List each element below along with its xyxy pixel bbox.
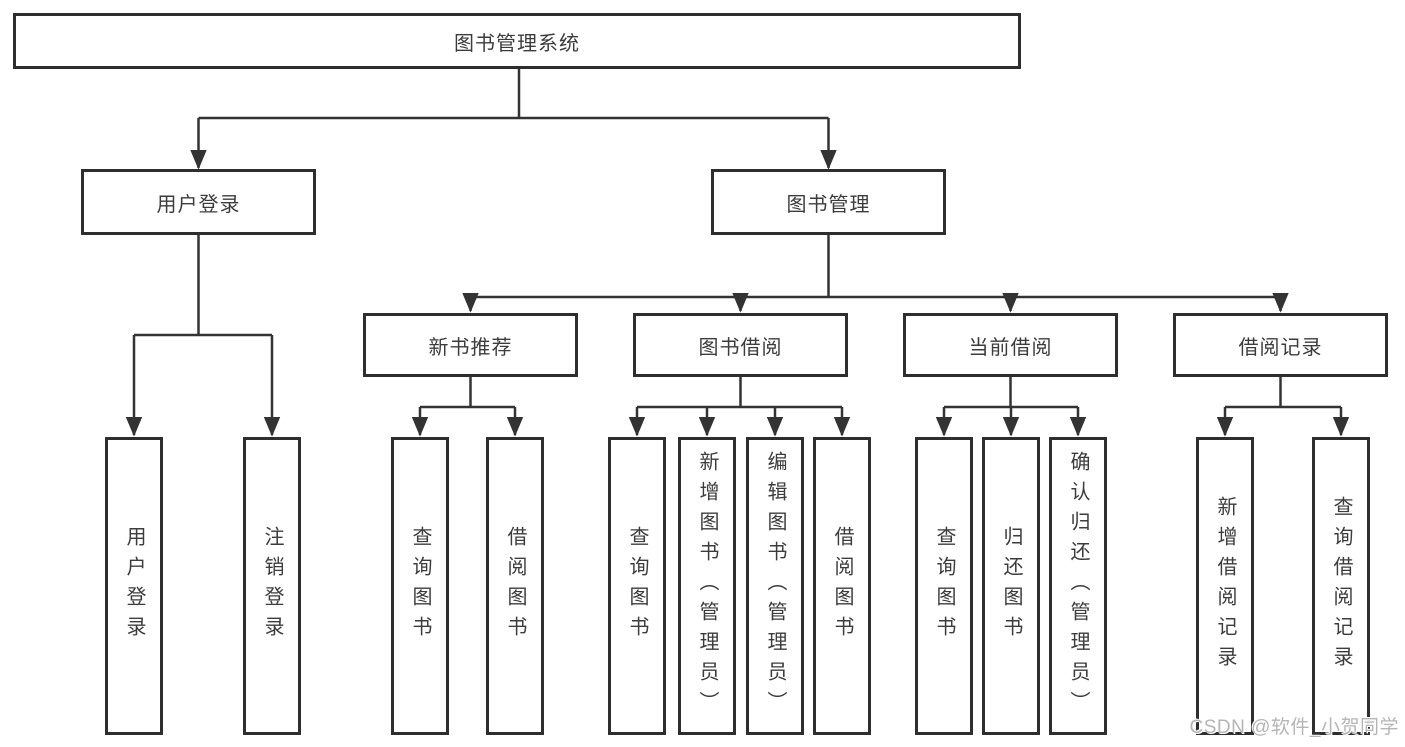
- leaf-return-books: 归还图书: [982, 437, 1040, 735]
- node-new-book-recommend: 新书推荐: [363, 313, 578, 377]
- leaf-logout: 注销登录: [243, 437, 301, 735]
- leaf-query-borrow-record-label: 查询借阅记录: [1330, 496, 1352, 676]
- leaf-add-books-admin: 新增图书（管理员）: [678, 437, 736, 735]
- leaf-add-books-admin-label: 新增图书（管理员）: [696, 451, 718, 721]
- leaf-confirm-return-admin-label: 确认归还（管理员）: [1067, 451, 1089, 721]
- node-library-management-system: 图书管理系统: [13, 13, 1021, 69]
- leaf-add-borrow-record-label: 新增借阅记录: [1214, 496, 1236, 676]
- leaf-user-login: 用户登录: [105, 437, 163, 735]
- leaf-borrow-books: 借阅图书: [813, 437, 871, 735]
- watermark: CSDN @软件_小贺同学: [1189, 717, 1399, 738]
- leaf-query-books-recommend: 查询图书: [391, 437, 449, 735]
- leaf-user-login-label: 用户登录: [123, 526, 145, 646]
- leaf-query-books-borrow: 查询图书: [608, 437, 666, 735]
- leaf-borrow-books-recommend: 借阅图书: [486, 437, 544, 735]
- leaf-logout-label: 注销登录: [261, 526, 283, 646]
- leaf-query-borrow-record: 查询借阅记录: [1312, 437, 1370, 735]
- node-book-management: 图书管理: [711, 169, 946, 235]
- leaf-query-books-current: 查询图书: [915, 437, 973, 735]
- leaf-borrow-books-label: 借阅图书: [831, 526, 853, 646]
- leaf-edit-books-admin: 编辑图书（管理员）: [746, 437, 804, 735]
- node-borrow-records: 借阅记录: [1173, 313, 1388, 377]
- leaf-add-borrow-record: 新增借阅记录: [1196, 437, 1254, 735]
- node-current-borrow: 当前借阅: [903, 313, 1118, 377]
- leaf-borrow-books-recommend-label: 借阅图书: [504, 526, 526, 646]
- leaf-query-books-recommend-label: 查询图书: [409, 526, 431, 646]
- leaf-edit-books-admin-label: 编辑图书（管理员）: [764, 451, 786, 721]
- leaf-return-books-label: 归还图书: [1000, 526, 1022, 646]
- node-user-login: 用户登录: [81, 169, 316, 235]
- node-book-borrow: 图书借阅: [633, 313, 848, 377]
- leaf-query-books-borrow-label: 查询图书: [626, 526, 648, 646]
- leaf-query-books-current-label: 查询图书: [933, 526, 955, 646]
- leaf-confirm-return-admin: 确认归还（管理员）: [1049, 437, 1107, 735]
